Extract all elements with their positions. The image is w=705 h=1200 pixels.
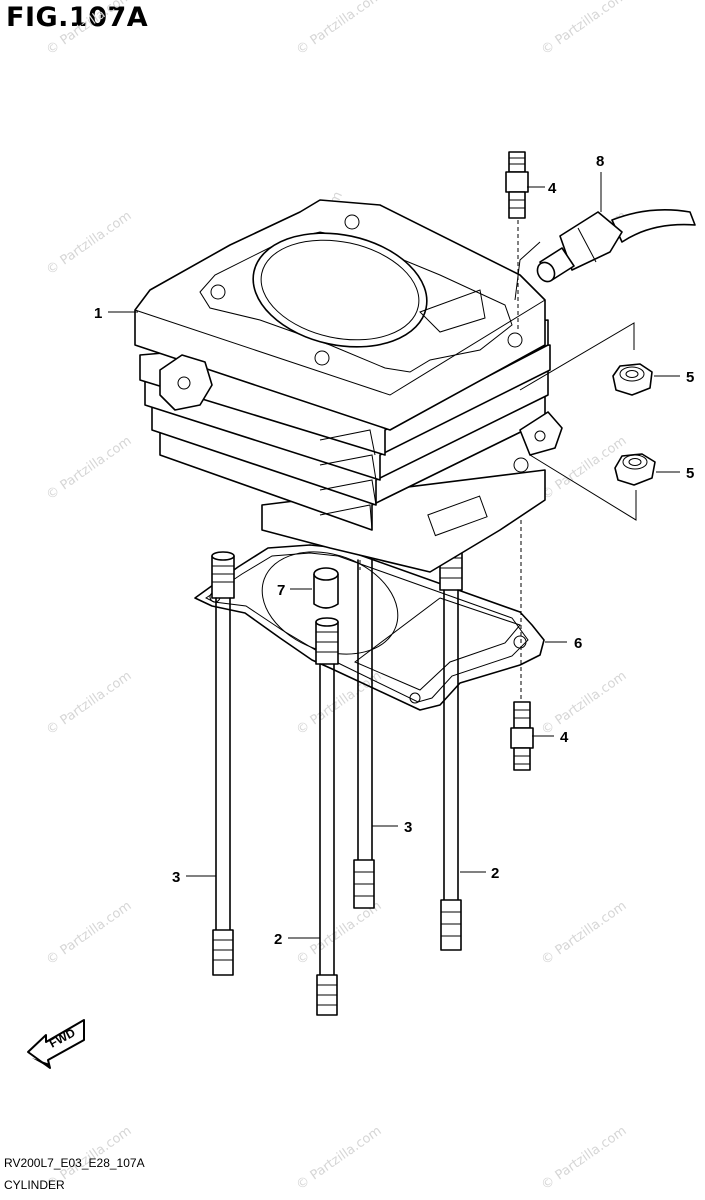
callout-6: 6 xyxy=(574,635,582,652)
callout-8: 8 xyxy=(596,153,604,170)
stud-long-front xyxy=(315,617,339,1016)
watermark: © Partzilla.com xyxy=(294,1123,385,1193)
watermark: © Partzilla.com xyxy=(539,0,630,58)
temperature-sensor xyxy=(536,208,696,283)
watermark: © Partzilla.com xyxy=(294,898,385,968)
callout-2-rear: 2 xyxy=(491,865,499,882)
callouts: 1 2 2 3 3 4 4 5 5 6 7 8 xyxy=(94,153,694,948)
dowel-pin xyxy=(313,567,339,609)
callout-5-upper: 5 xyxy=(686,369,694,386)
callout-2-front: 2 xyxy=(274,931,282,948)
fwd-arrow: FWD xyxy=(27,1019,85,1069)
watermark: © Partzilla.com xyxy=(539,1123,630,1193)
leader-lines xyxy=(108,172,680,939)
model-code: RV200L7_E03_E28_107A xyxy=(4,1156,145,1170)
watermark: © Partzilla.com xyxy=(44,668,135,738)
callout-1: 1 xyxy=(94,305,102,322)
callout-7: 7 xyxy=(277,582,285,599)
watermark: © Partzilla.com xyxy=(44,898,135,968)
section-name: CYLINDER xyxy=(4,1178,65,1192)
nut-upper xyxy=(612,363,653,396)
watermark: © Partzilla.com xyxy=(44,0,135,58)
stud-long-rear-right xyxy=(439,543,463,951)
watermark: © Partzilla.com xyxy=(44,433,135,503)
watermark: © Partzilla.com xyxy=(539,668,630,738)
watermark: © Partzilla.com xyxy=(539,898,630,968)
gasket xyxy=(194,544,545,711)
cylinder xyxy=(134,199,563,573)
figure-title: FIG.107A xyxy=(6,2,149,33)
callout-5-lower: 5 xyxy=(686,465,694,482)
stud-short-bottom xyxy=(510,701,534,771)
callout-3-rear: 3 xyxy=(404,819,412,836)
nut-lower xyxy=(614,453,656,486)
watermark: © Partzilla.com xyxy=(44,208,135,278)
stud-short-top xyxy=(505,151,529,219)
callout-4-bottom: 4 xyxy=(560,729,569,746)
callout-3-left: 3 xyxy=(172,869,180,886)
stud-long-left xyxy=(211,551,235,976)
watermark: © Partzilla.com xyxy=(294,0,385,58)
stud-long-rear-left xyxy=(353,559,375,909)
callout-4-top: 4 xyxy=(548,180,557,197)
